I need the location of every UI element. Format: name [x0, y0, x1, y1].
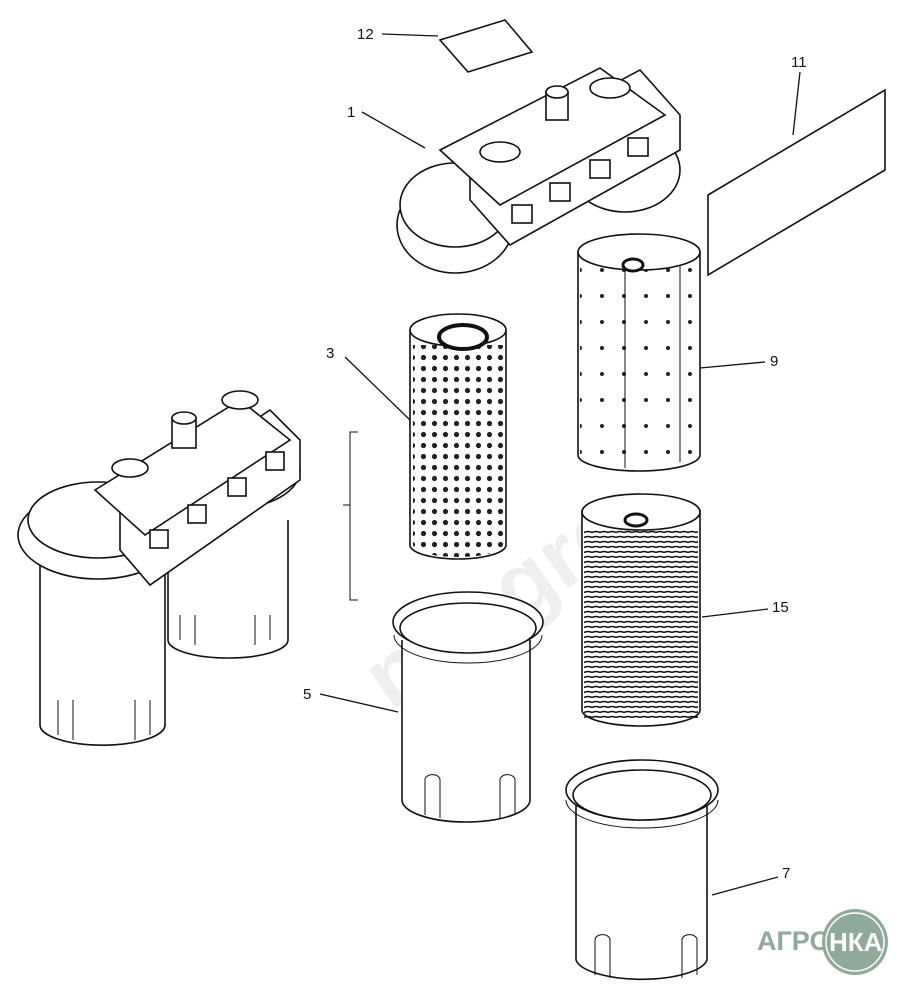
part-9-cartridge [577, 233, 701, 472]
callout-3: 3 [326, 345, 334, 362]
part-15-pleated-element [581, 493, 701, 727]
assembled-filter [17, 390, 301, 746]
callout-1: 1 [347, 104, 355, 121]
agronka-logo: АГРО НКА [757, 909, 888, 975]
leader-12 [381, 33, 439, 37]
part-3-filter-element [409, 313, 507, 560]
leader-11 [792, 71, 801, 136]
leader-7 [711, 876, 779, 896]
callout-11: 11 [791, 54, 807, 71]
callout-12: 12 [357, 26, 374, 43]
callout-9: 9 [770, 353, 778, 370]
leader-5 [319, 693, 399, 713]
logo-text-left: АГРО [757, 926, 830, 956]
callout-7: 7 [782, 865, 790, 882]
logo-text-right: НКА [829, 927, 883, 957]
part-7-bowl [565, 759, 719, 981]
leader-3 [344, 356, 411, 421]
part-12-sticker [438, 19, 534, 73]
part-1-filter-head [396, 67, 681, 274]
callout-15: 15 [772, 599, 789, 616]
part-11-label [707, 88, 886, 277]
leader-15 [701, 608, 769, 618]
part-5-bowl [392, 591, 544, 823]
leader-1 [361, 111, 426, 149]
bracket [343, 431, 358, 601]
leader-9 [699, 361, 766, 369]
callout-5: 5 [303, 686, 311, 703]
